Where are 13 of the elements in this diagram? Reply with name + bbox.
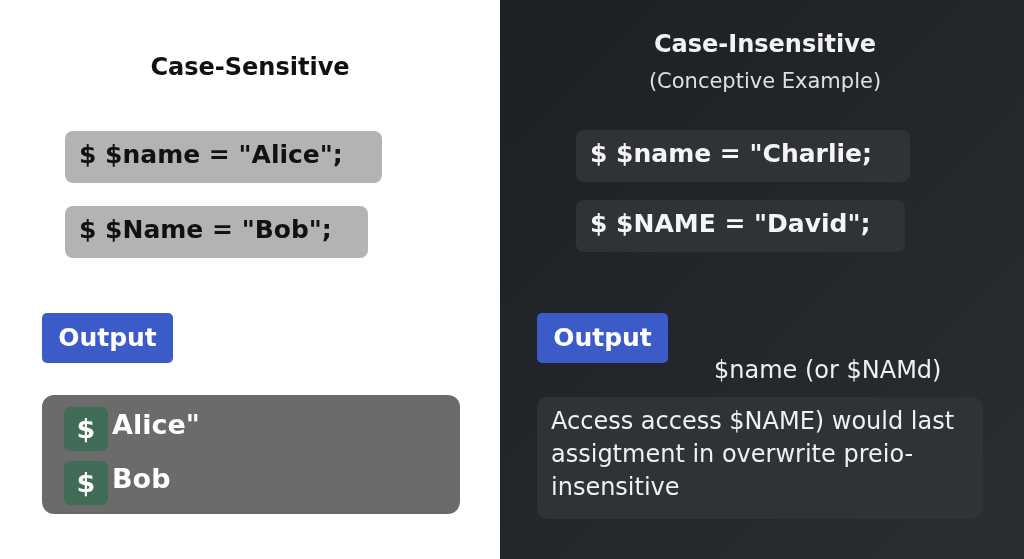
output-tag: Output <box>537 313 668 363</box>
output-box <box>42 395 460 514</box>
panel-subheading: (Conceptive Example) <box>647 69 883 93</box>
output-paragraph: Access access $NAME) would last assigtment in overwrite preio-insensitive <box>551 406 956 503</box>
output-tag: Output <box>42 313 173 363</box>
output-text: Bob <box>112 463 171 494</box>
dollar-badge: $ <box>64 461 108 505</box>
panel-heading: Case-Insensitive <box>652 30 878 58</box>
output-caption: $name (or $NAMd) <box>714 356 942 384</box>
panel-background <box>500 0 1024 559</box>
dollar-badge: $ <box>64 407 108 451</box>
panel-heading: Case-Sensitive <box>149 53 351 81</box>
output-text: Alice" <box>112 409 200 440</box>
